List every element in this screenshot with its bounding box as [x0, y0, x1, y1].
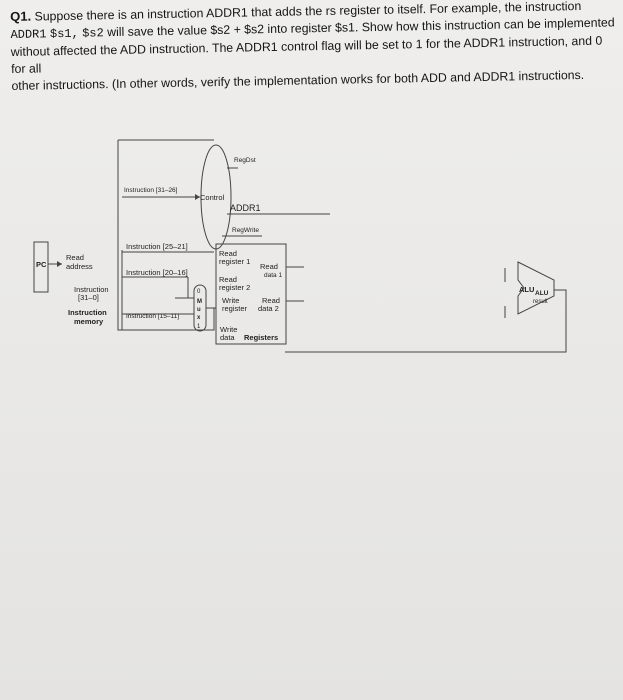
read-reg1-label-1: Read: [219, 249, 237, 258]
instr-25-21-label: Instruction [25–21]: [126, 242, 188, 251]
mux-0-label: 0: [197, 289, 201, 295]
alu-result-label-2: result: [533, 299, 548, 305]
imem-label-2: memory: [74, 317, 104, 326]
read-data2-label-1: Read: [262, 296, 280, 305]
write-reg-label-1: Write: [222, 296, 239, 305]
write-data-label-1: Write: [220, 325, 237, 334]
read-reg1-label-2: register 1: [219, 257, 250, 266]
regwrite-label: RegWrite: [232, 227, 259, 234]
read-address-label-2: address: [66, 262, 93, 271]
instr-31-26-label: Instruction [31–26]: [124, 187, 178, 194]
write-data-label-2: data: [220, 333, 235, 342]
read-address-label-1: Read: [66, 253, 84, 262]
read-data1-label-1: Read: [260, 262, 278, 271]
pc-label: PC: [36, 260, 47, 269]
registers-label: Registers: [244, 333, 278, 342]
instruction-label-2: [31–0]: [78, 293, 99, 302]
read-reg2-label-2: register 2: [219, 283, 250, 292]
mux-1-label: 1: [197, 324, 201, 330]
write-reg-label-2: register: [222, 304, 248, 313]
instruction-label-1: Instruction: [74, 285, 109, 294]
alu-label: ALU: [519, 285, 534, 294]
alu-result-feedback-wire: [285, 289, 567, 353]
regdst-label: RegDst: [234, 157, 256, 164]
instr-20-16-label: Instruction [20–16]: [126, 268, 188, 277]
imem-label-1: Instruction: [68, 308, 107, 317]
addr1-label: ADDR1: [230, 203, 261, 213]
register-file: [215, 243, 287, 345]
mux-u-label: u: [197, 307, 201, 313]
alu-result-label-1: ALU: [535, 290, 549, 297]
alu-shape: [517, 261, 555, 315]
mux-m-label: M: [197, 299, 202, 305]
pc-register: [33, 241, 49, 293]
mux-x-label: x: [197, 315, 201, 321]
read-data1-label-2: data 1: [264, 272, 282, 279]
control-arrow-icon: [195, 194, 200, 200]
instr-15-11-label: Instruction [15–11]: [126, 313, 179, 320]
read-data2-label-2: data 2: [258, 304, 279, 313]
control-loop-left: [117, 140, 215, 331]
control-label: Control: [200, 193, 225, 202]
pc-arrow-icon: [57, 261, 62, 267]
read-reg2-label-1: Read: [219, 275, 237, 284]
